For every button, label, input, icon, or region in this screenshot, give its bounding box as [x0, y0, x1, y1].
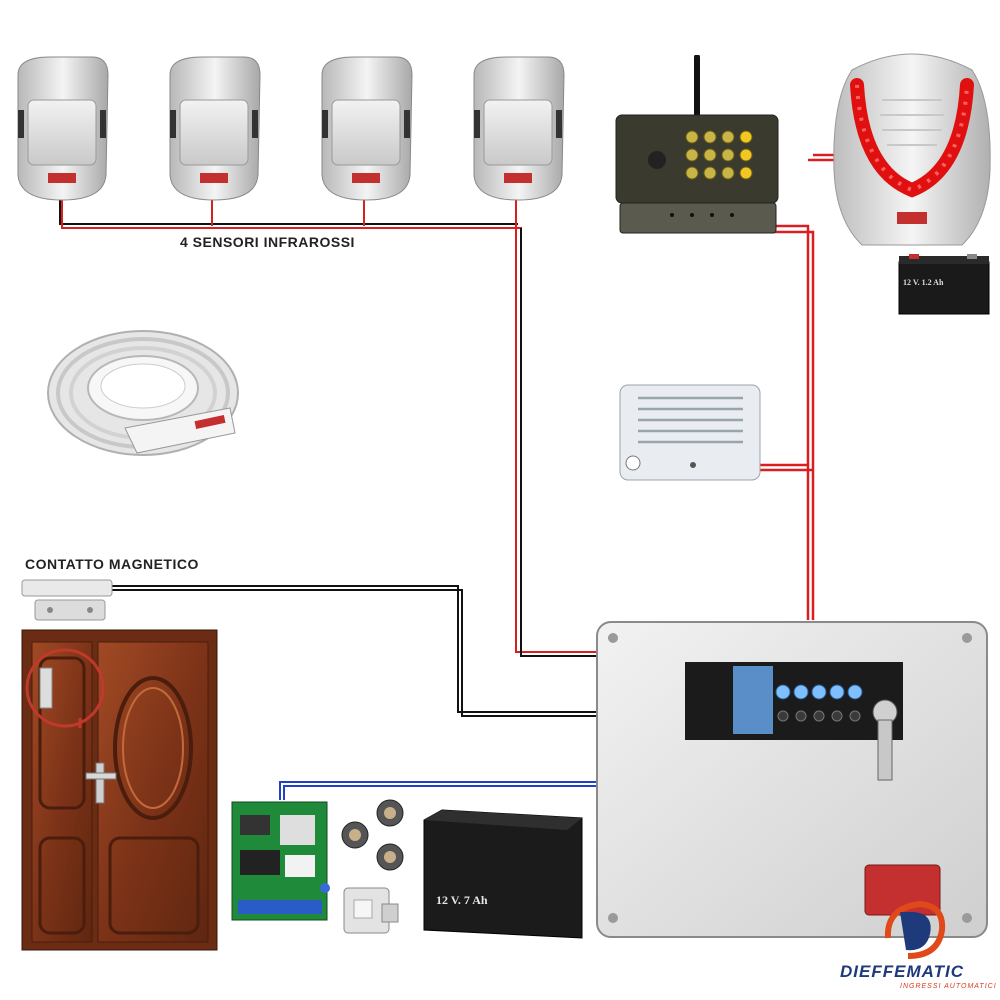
magnetic-contact-label: CONTATTO MAGNETICO	[25, 556, 199, 572]
sensor-bus-wire	[59, 200, 600, 657]
pir-sensor-3	[321, 56, 413, 201]
contact-wire	[110, 585, 600, 717]
infrared-sensors	[17, 56, 565, 201]
radio-receiver-board	[231, 801, 330, 921]
siren-bus-wire	[760, 153, 840, 620]
battery-large: 12 V. 7 Ah	[422, 808, 588, 940]
pir-sensor-2	[169, 56, 261, 201]
auxiliary-module	[343, 887, 399, 934]
pir-sensor-1	[17, 56, 109, 201]
receiver-wire	[279, 781, 600, 800]
gsm-dialer-keypad	[615, 55, 779, 234]
cable-coil	[47, 330, 239, 456]
battery-large-label: 12 V. 7 Ah	[436, 893, 488, 907]
brand-name: DIEFFEMATIC	[840, 962, 965, 981]
door	[21, 629, 218, 951]
external-siren	[833, 53, 991, 246]
brand-tagline: INGRESSI AUTOMATICI	[900, 983, 997, 990]
pir-sensor-4	[473, 56, 565, 201]
internal-siren	[619, 384, 761, 481]
brand-logo-mark	[884, 900, 946, 959]
key-fob-3	[376, 843, 404, 871]
battery-small-label: 12 V. 1.2 Ah	[903, 278, 944, 287]
key-fob-1	[376, 799, 404, 827]
alarm-control-panel	[596, 621, 988, 938]
key-fobs	[341, 799, 404, 871]
battery-small: 12 V. 1.2 Ah	[897, 254, 992, 316]
key-fob-2	[341, 821, 369, 849]
magnetic-contact	[21, 579, 113, 621]
sensors-label: 4 SENSORI INFRAROSSI	[180, 234, 355, 250]
